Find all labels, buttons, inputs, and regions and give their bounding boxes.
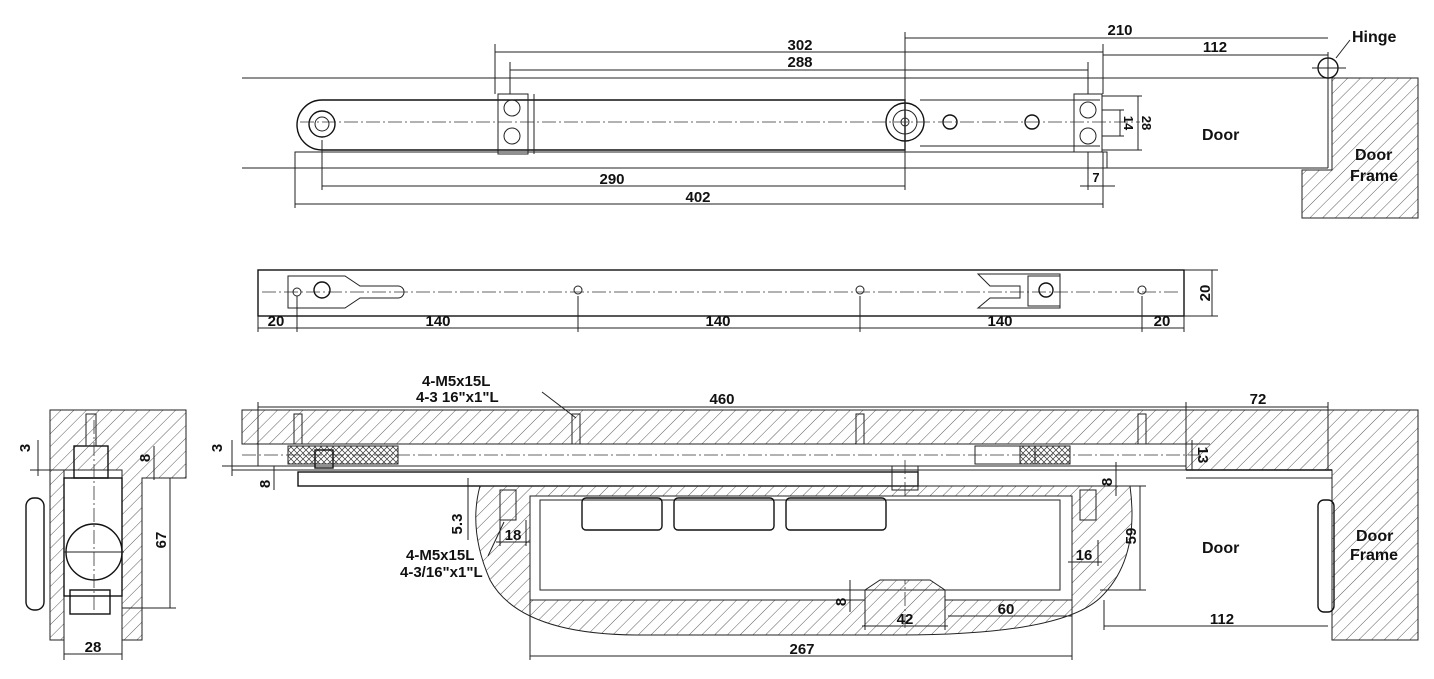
dim-210: 210: [1107, 22, 1132, 39]
dim-5-3: 5.3: [449, 514, 466, 535]
door-frame-label-top-2: Frame: [1350, 168, 1398, 185]
dim-290: 290: [599, 171, 624, 188]
door-frame-label-top-1: Door: [1355, 147, 1392, 164]
rail-view: 20 140 140 140 20 20: [257, 269, 1218, 332]
screw-spec-bot-2: 4-3/16"x1"L: [400, 564, 483, 581]
dim-8-right: 8: [1099, 478, 1116, 486]
screw-spec-top-1: 4-M5x15L: [422, 373, 490, 390]
dim-3-side: 3: [17, 444, 34, 452]
dim-112-bottom: 112: [1210, 611, 1234, 628]
dim-7: 7: [1092, 170, 1099, 185]
dim-28-top: 28: [1139, 116, 1154, 130]
door-frame-label-bottom-2: Frame: [1350, 547, 1398, 564]
side-hinge: [25, 497, 45, 611]
dim-16: 16: [1076, 547, 1093, 564]
dim-42: 42: [897, 611, 914, 628]
closer-arm: [296, 99, 906, 151]
section-view: Door Door Frame 4-M5x15L 4-3 16"x1"L 460…: [209, 373, 1419, 660]
dim-3-section: 3: [209, 444, 226, 452]
dim-20-height: 20: [1197, 285, 1214, 302]
dim-20-left: 20: [268, 313, 285, 330]
hinge-label: Hinge: [1352, 29, 1397, 46]
top-view: 302 288 210 112 Hinge Door Door Frame 14…: [242, 22, 1419, 219]
dim-20-right: 20: [1154, 313, 1171, 330]
slide-rail: [257, 269, 1185, 317]
dim-140-c: 140: [987, 313, 1012, 330]
dim-59: 59: [1123, 528, 1140, 545]
dim-460: 460: [709, 391, 734, 408]
dim-13: 13: [1194, 447, 1211, 464]
dim-140-a: 140: [425, 313, 450, 330]
dim-60: 60: [998, 601, 1015, 618]
screw-spec-bot-1: 4-M5x15L: [406, 547, 474, 564]
door-frame-top: [1301, 77, 1419, 219]
dim-8-side: 8: [137, 454, 154, 462]
door-frame-label-bottom-1: Door: [1356, 528, 1393, 545]
dim-402: 402: [685, 189, 710, 206]
dim-28-side: 28: [85, 639, 102, 656]
dim-140-b: 140: [705, 313, 730, 330]
screw-spec-top-2: 4-3 16"x1"L: [416, 389, 499, 406]
dim-267: 267: [789, 641, 814, 658]
dim-8-bottom: 8: [833, 598, 850, 606]
dim-288: 288: [787, 54, 812, 71]
door-label-bottom: Door: [1202, 540, 1239, 557]
dim-18: 18: [505, 527, 522, 544]
door-label-top: Door: [1202, 127, 1239, 144]
side-view: 3 8 67 28: [17, 409, 187, 660]
hinge-side: [1317, 499, 1335, 613]
dim-14: 14: [1121, 116, 1136, 131]
dim-112-top: 112: [1203, 39, 1227, 56]
dim-72: 72: [1250, 391, 1267, 408]
dim-67: 67: [153, 532, 170, 549]
dim-302: 302: [787, 37, 812, 54]
dim-8-left: 8: [257, 480, 274, 488]
